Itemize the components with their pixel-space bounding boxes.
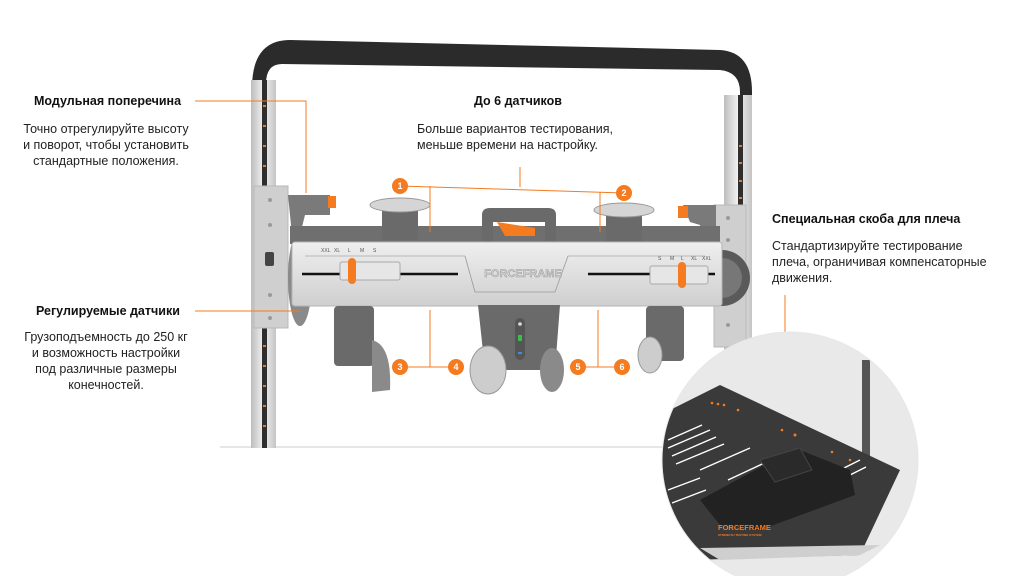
- svg-text:6: 6: [619, 362, 624, 372]
- badge-2: 2: [616, 185, 632, 201]
- badge-1: 1: [392, 178, 408, 194]
- svg-text:XXL: XXL: [321, 248, 331, 254]
- bottom-sensor-3: [334, 306, 391, 392]
- crossbar-body: FORCEFRAME XXL XL L M S S M L XL XXL: [291, 241, 723, 307]
- callout-adjustable-sensors-title: Регулируемые датчики: [36, 304, 180, 318]
- svg-text:XL: XL: [691, 256, 697, 262]
- svg-text:1: 1: [397, 181, 402, 191]
- svg-text:5: 5: [575, 362, 580, 372]
- crossbar-handle: [482, 208, 556, 244]
- callout-crossbar-title: Модульная поперечина: [34, 94, 182, 108]
- brace-brand-text: FORCEFRAME: [718, 523, 771, 532]
- svg-text:4: 4: [453, 362, 458, 372]
- callout-crossbar-text: Точно отрегулируйте высоту и поворот, чт…: [23, 122, 189, 168]
- callout-shoulder-brace-title: Специальная скоба для плеча: [772, 212, 961, 226]
- brace-tagline-text: STRENGTH TESTING SYSTEM: [718, 533, 762, 537]
- callout-adjustable-sensors-text: Грузоподъемность до 250 кг и возможность…: [24, 330, 188, 392]
- svg-text:M: M: [670, 256, 674, 262]
- top-sensor-2: [593, 202, 655, 243]
- scale-right: S M L XL XXL: [658, 256, 712, 262]
- callout-shoulder-brace-text: Стандартизируйте тестирование плеча, огр…: [772, 239, 987, 285]
- crossbar-brand-text: FORCEFRAME: [484, 268, 562, 280]
- svg-text:2: 2: [621, 188, 626, 198]
- svg-text:S: S: [658, 256, 662, 262]
- bottom-sensor-center: [469, 305, 564, 395]
- svg-text:S: S: [373, 248, 377, 254]
- shoulder-brace-detail: FORCEFRAME STRENGTH TESTING SYSTEM: [662, 332, 918, 576]
- top-frame: [252, 40, 752, 98]
- svg-text:L: L: [681, 256, 684, 262]
- badge-5: 5: [570, 359, 586, 375]
- callout-sensors-count-title: До 6 датчиков: [474, 94, 562, 108]
- scale-left: XXL XL L M S: [321, 248, 377, 254]
- badge-6: 6: [614, 359, 630, 375]
- bottom-sensor-6: [637, 306, 684, 374]
- svg-text:XXL: XXL: [702, 256, 712, 262]
- badge-3: 3: [392, 359, 408, 375]
- badge-4: 4: [448, 359, 464, 375]
- callout-sensors-count-text: Больше вариантов тестирования, меньше вр…: [417, 122, 614, 152]
- svg-text:L: L: [348, 248, 351, 254]
- svg-text:M: M: [360, 248, 364, 254]
- svg-text:3: 3: [397, 362, 402, 372]
- svg-text:XL: XL: [334, 248, 340, 254]
